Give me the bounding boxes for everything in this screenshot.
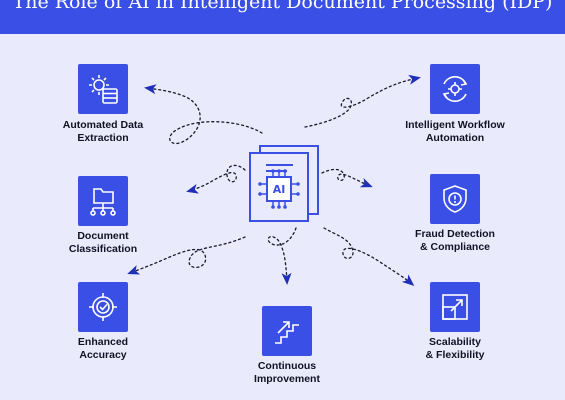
connector-workflow xyxy=(304,74,421,128)
target-check-icon xyxy=(89,293,117,321)
improvement-box xyxy=(262,306,312,356)
fraud-box xyxy=(430,174,480,224)
cycle-gear-icon xyxy=(442,76,468,102)
gear-database-icon xyxy=(89,75,118,104)
expand-arrow-icon xyxy=(442,294,468,320)
connector-accuracy xyxy=(127,236,246,275)
fraud-label: Fraud Detection& Compliance xyxy=(415,228,495,253)
accuracy-box xyxy=(78,282,128,332)
connector-scalability xyxy=(323,227,415,286)
connector-classification xyxy=(186,164,246,194)
classification-box xyxy=(78,176,128,226)
connector-extraction xyxy=(144,84,263,145)
title-banner: The Role of AI in Intelligent Document P… xyxy=(0,0,565,34)
ai-label: AI xyxy=(273,183,286,196)
ai-document-icon: AI xyxy=(249,145,319,222)
connector-fraud xyxy=(321,168,373,188)
folder-tree-icon xyxy=(90,188,116,216)
scalability-label: Scalability& Flexibility xyxy=(425,336,485,361)
scalability-box xyxy=(430,282,480,332)
extraction-box xyxy=(78,64,128,114)
shield-alert-icon xyxy=(443,185,467,213)
stairs-arrow-icon xyxy=(275,321,299,344)
connector-improvement xyxy=(267,227,297,285)
page-title: The Role of AI in Intelligent Document P… xyxy=(12,0,553,13)
workflow-box xyxy=(430,64,480,114)
